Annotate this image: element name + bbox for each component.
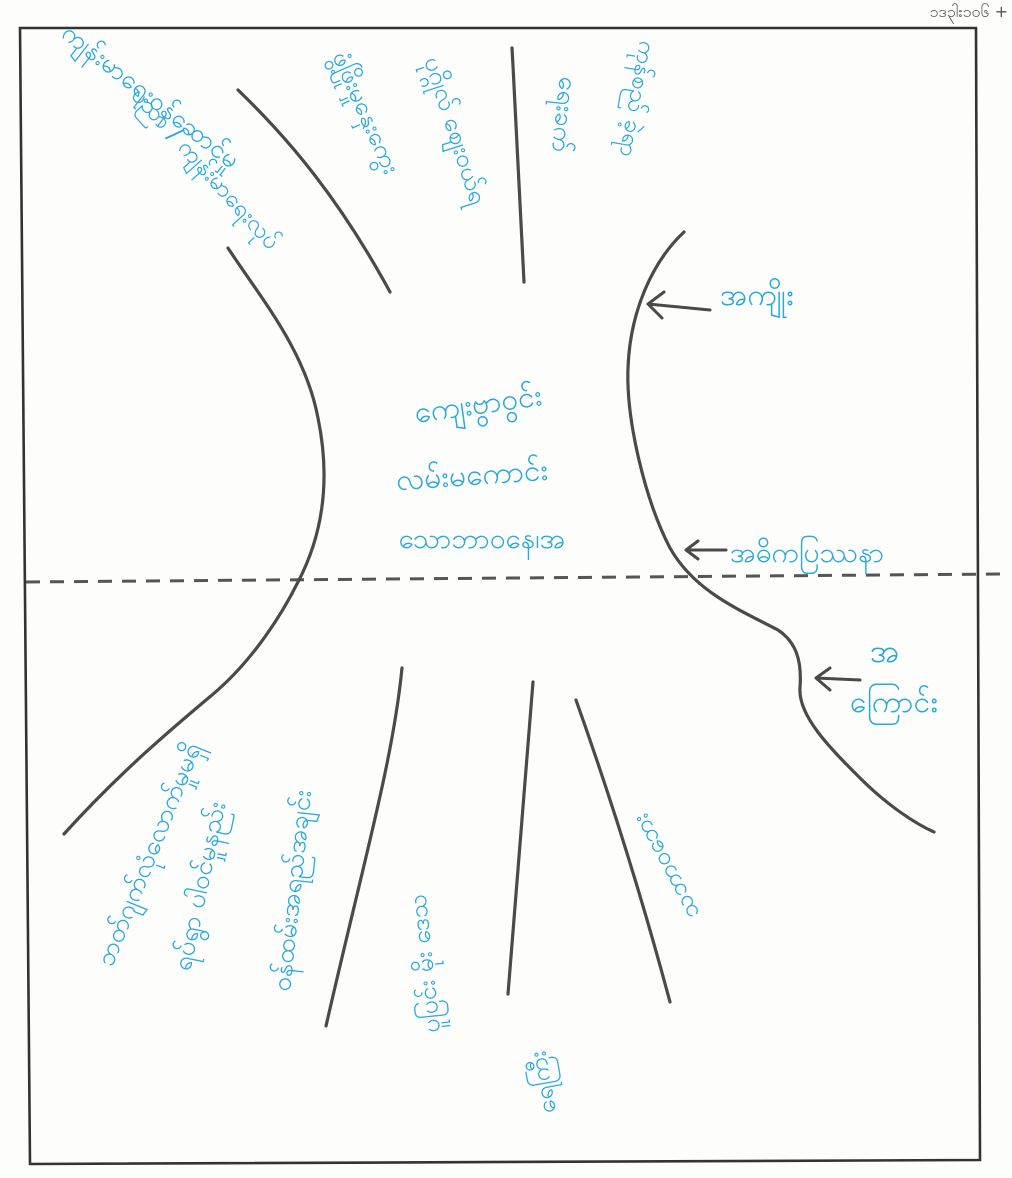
trunk-right-outline (628, 232, 934, 832)
branch-line-2 (512, 48, 524, 282)
effect-label-3: ဖွံ့ဖြိုးမှုနှေးကွေး (321, 46, 407, 180)
middle-label: အဓိကပြဿနာ (730, 534, 884, 575)
roots-label-line-1: အ (870, 632, 899, 670)
ground-line (26, 574, 1002, 582)
page-frame (20, 28, 980, 1164)
root-line-1 (326, 668, 402, 1026)
roots-label-line-2: ကြောင်း (850, 683, 938, 726)
effect-label-5: ရေးခက် (540, 75, 584, 155)
crown-arrow (648, 292, 710, 318)
trunk-label-line-1: ကျေးဗွာ၀ွင်း (412, 378, 545, 437)
effect-label-2: ပညာ / ကျန်းမာရေးလုပ် (122, 81, 287, 259)
root-line-2 (508, 682, 533, 994)
effect-label-6: ကုန်စည် ခဲ့ရာ (609, 38, 663, 160)
effect-label-4: ပုဂ္ဂိုလ် ဈေးဝယ်ရ (413, 53, 494, 212)
cause-label-4: ပူပြင်း မိုး ဒေသ (402, 892, 451, 1034)
cause-label-5: ရေကြီး (521, 1048, 566, 1116)
trunk-label-line-2: လမ်းမကောင်း (395, 453, 549, 499)
cause-label-6: သဘာဝဘေး (625, 809, 705, 925)
crown-label: အကျိုး (720, 278, 794, 319)
cause-label-3: ဝန်ထမ်းအရည်အချင်း (266, 788, 323, 993)
trunk-label-line-3: သောဘာဝနေ၊အ (399, 522, 566, 561)
middle-arrow (686, 541, 726, 559)
corner-note: ၁ဒ၃ါး၁ဝ၆ + (929, 2, 1008, 24)
